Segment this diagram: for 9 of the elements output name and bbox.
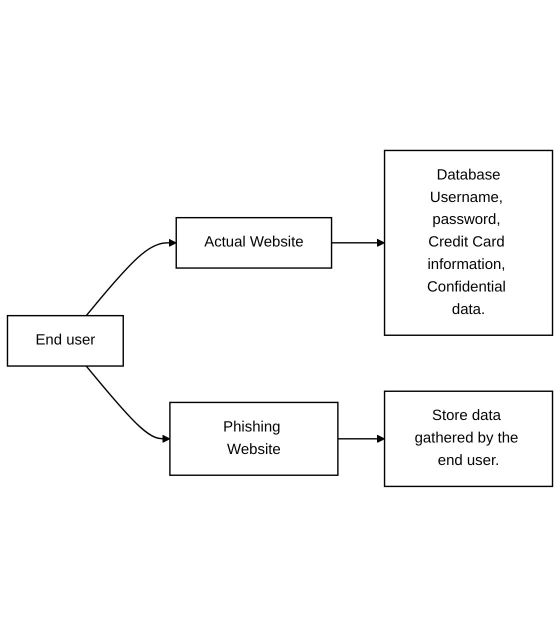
arrow xyxy=(338,434,385,443)
arrow xyxy=(86,366,170,443)
node-box: Store data gathered by the end user. xyxy=(384,390,554,488)
node-box: End user xyxy=(6,315,124,367)
node-box: Database Username, password, Credit Card information, Confidential data. xyxy=(384,150,554,336)
node-box: Actual Website xyxy=(176,217,332,269)
arrow xyxy=(332,238,385,247)
node-box: Phishing Website xyxy=(169,402,339,476)
arrow xyxy=(86,238,177,316)
